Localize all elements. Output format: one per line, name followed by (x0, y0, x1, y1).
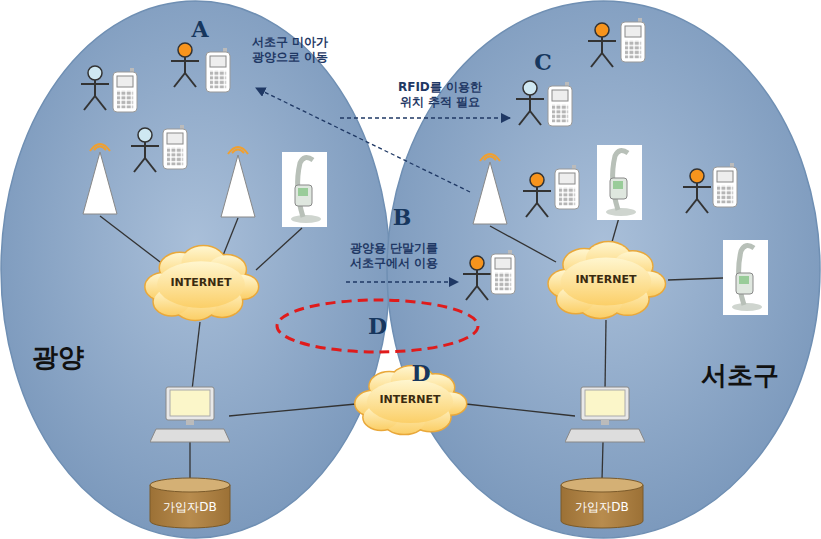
node-label: D (368, 313, 387, 339)
internet-cloud: INTERNET (543, 240, 669, 320)
cloud-stroke (146, 246, 258, 319)
rfid-reader-icon (723, 240, 768, 315)
callout-letter: B (393, 204, 412, 232)
callout-letter: D (411, 360, 430, 388)
node-label: INTERNET (379, 393, 440, 406)
node-label: INTERNET (575, 273, 636, 286)
cloud-core (367, 380, 453, 423)
internet-cloud: INTERNET (140, 244, 262, 322)
dashed-ellipse (277, 300, 478, 352)
highlight-ellipse: D (275, 298, 480, 354)
database-cylinder: 가입자DB (561, 478, 643, 528)
cylinder-top (561, 478, 643, 492)
cloud-core (561, 258, 652, 306)
node-label: 광양 (32, 342, 84, 373)
cloud-stroke (356, 366, 466, 434)
region-ellipse (1, 1, 390, 538)
note-text: 서초구 미아가 광양으로 이동 (240, 35, 340, 65)
cylinder-top (150, 478, 230, 492)
cloud-fill (549, 242, 665, 317)
phone-icon (713, 163, 737, 207)
phone-icon (555, 165, 579, 209)
node-label: 가입자DB (163, 500, 216, 514)
callout-letter: A (191, 16, 208, 44)
internet-cloud: INTERNET (350, 364, 470, 436)
node-label: 서초구 (701, 360, 779, 391)
note-text: 광양용 단말기를 서초구에서 이용 (338, 241, 450, 271)
region-ellipse (387, 1, 820, 538)
phone-icon (206, 48, 230, 92)
phone-icon (548, 82, 572, 126)
rfid-reader-icon (597, 145, 642, 220)
phone-icon (113, 68, 137, 112)
cloud-core (157, 261, 245, 308)
note-text: RFID를 이용한 위치 추적 필요 (390, 80, 490, 110)
node-label: 가입자DB (575, 500, 628, 514)
callout-letter: C (534, 49, 552, 77)
phone-icon (163, 125, 187, 169)
wire (189, 442, 190, 480)
phone-icon (621, 18, 645, 62)
rfid-reader-icon (282, 152, 327, 227)
cloud-fill (356, 366, 466, 434)
map-region: 광양 INTERNET 가입자DB (0, 0, 391, 539)
cloud-stroke (549, 242, 665, 317)
cloud-fill (146, 246, 258, 319)
database-cylinder: 가입자DB (150, 478, 230, 528)
node-label: INTERNET (170, 276, 231, 289)
phone-icon (491, 250, 515, 294)
